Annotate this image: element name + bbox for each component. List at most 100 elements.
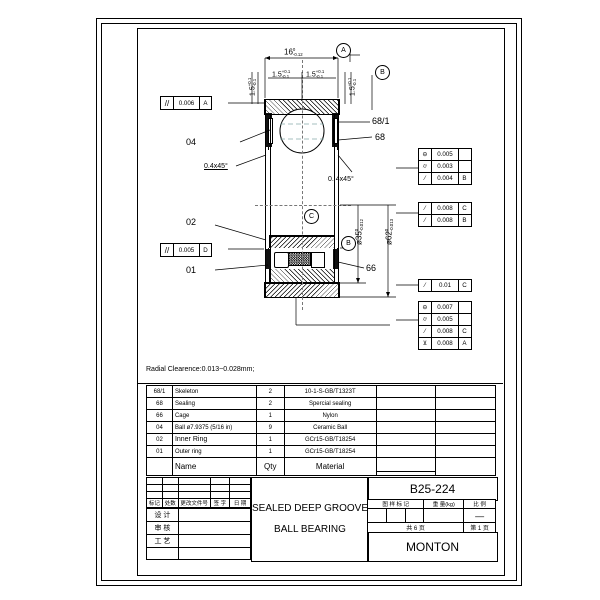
bore-left-edge [270, 114, 271, 283]
header-extra-2 [435, 457, 496, 476]
fcf-value: 0.007 [432, 302, 459, 313]
revision-grid: 标记 处数 更改文件号 签 字 日 期 [146, 477, 251, 508]
parts-table-body: 68/1 Skeleton 2 10-1-S-GB/T1323T 68 Seal… [146, 385, 496, 476]
fcf-datum [459, 314, 470, 325]
header-extra-1 [375, 457, 437, 476]
rev-cell [229, 491, 251, 499]
role-review-value [177, 521, 252, 535]
company-name: MONTON [405, 540, 460, 554]
part-name: Outer ring [171, 445, 257, 458]
part-extra-2 [435, 433, 496, 446]
rev-cell [209, 484, 231, 492]
part-material: Nylon [283, 409, 377, 422]
balloon-04: 04 [186, 137, 197, 147]
profile-icon: ⊻ [419, 338, 432, 349]
rev-cell [229, 477, 251, 485]
outer-ring-right-edge [338, 100, 339, 297]
part-extra-1 [375, 445, 437, 458]
part-qty: 2 [255, 385, 285, 398]
runout-icon: ⁄ [419, 215, 432, 226]
seal-right-bottom [333, 249, 338, 269]
company-box: MONTON [367, 532, 498, 562]
balloon-68: 68 [375, 132, 386, 142]
page-current: 第 1 页 [463, 522, 496, 533]
part-extra-2 [435, 445, 496, 458]
role-review: 审 核 [146, 521, 179, 535]
fcf-datum: A [462, 340, 467, 347]
fcf-datum [459, 149, 470, 160]
part-extra-1 [375, 409, 437, 422]
table-header-row: Name Qty Material [146, 457, 496, 476]
part-no: 04 [146, 421, 173, 434]
fcf-datum: B [462, 217, 467, 224]
parts-table-top-rule [137, 383, 503, 384]
role-row: 审 核 [146, 521, 252, 535]
rev-header-date: 日 期 [229, 498, 251, 508]
part-material: GCr15-GB/T18254 [283, 433, 377, 446]
header-qty: Qty [255, 457, 285, 476]
fcf-value: 0.008 [432, 203, 459, 214]
fcf-row: ⌭ 0.003 [419, 161, 471, 173]
part-name: Skeleton [171, 385, 257, 398]
revision-row [146, 491, 251, 499]
header-name: Name [171, 457, 257, 476]
parallelism-icon: // [161, 97, 174, 109]
table-row: 68 Sealing 2 Spercial sealing [146, 397, 496, 410]
fcf-value: 0.004 [432, 173, 459, 184]
cylindricity-icon: ⌭ [419, 314, 432, 325]
part-qty: 9 [255, 421, 285, 434]
rev-cell [146, 491, 163, 499]
table-row: 68/1 Skeleton 2 10-1-S-GB/T1323T [146, 385, 496, 398]
fcf-row: ⁄ 0.008 C [419, 326, 471, 338]
part-extra-2 [435, 385, 496, 398]
spec-weight-value [423, 508, 465, 523]
part-extra-2 [435, 397, 496, 410]
fcf-right-3: ⁄ 0.01 C [418, 279, 472, 292]
fcf-right-1: ⊖ 0.005 ⌭ 0.003 ⁄ 0.004 B [418, 148, 472, 185]
seal-left-bottom [266, 249, 271, 269]
spec-value-row: — [366, 508, 496, 523]
rev-cell [161, 477, 179, 485]
spec-header-mark: 图 样 标 记 [366, 499, 425, 509]
fcf-row: ⁄ 0.008 B [419, 215, 471, 226]
header-no [146, 457, 173, 476]
table-row: 66 Cage 1 Nylon [146, 409, 496, 422]
edge-dimension-right: 1.5+0.1-0.1 [347, 77, 357, 96]
table-row: 04 Ball ø7.9375 (5/16 in) 9 Ceramic Ball [146, 421, 496, 434]
fcf-datum: D [203, 246, 208, 254]
part-extra-1 [375, 397, 437, 410]
cylindricity-icon: ⌭ [419, 161, 432, 172]
fcf-row: ⁄ 0.01 C [419, 280, 471, 291]
runout-icon: ⁄ [419, 203, 432, 214]
fcf-value: 0.01 [432, 280, 459, 291]
fcf-row: ⊖ 0.005 [419, 149, 471, 161]
role-design: 设 计 [146, 508, 179, 522]
table-row: 01 Outer ring 1 GCr15-GB/T18254 [146, 445, 496, 458]
header-material: Material [283, 457, 377, 476]
drawing-title-line2: BALL BEARING [274, 524, 346, 535]
fcf-right-4: ⊖ 0.007 ⌭ 0.005 ⁄ 0.008 C ⊻ 0.008 A [418, 301, 472, 350]
balloon-66: 66 [366, 263, 377, 273]
drawing-title-line1: SEALED DEEP GROOVE [252, 503, 368, 514]
fcf-datum: A [203, 99, 208, 107]
seal-dimension-left: 1.5+0.1-0.1 [272, 69, 291, 79]
part-extra-1 [375, 385, 437, 398]
part-no: 66 [146, 409, 173, 422]
rev-cell [146, 484, 163, 492]
rev-cell [161, 491, 179, 499]
role-process: 工 艺 [146, 534, 179, 548]
roles-grid: 设 计 审 核 工 艺 [146, 508, 252, 560]
part-material: Spercial sealing [283, 397, 377, 410]
fcf-value: 0.003 [432, 161, 459, 172]
balloon-01: 01 [186, 265, 197, 275]
rev-cell [146, 477, 163, 485]
fcf-value: 0.006 [174, 97, 200, 109]
rev-cell [177, 491, 211, 499]
spec-mark-value [366, 508, 425, 523]
fcf-value: 0.008 [432, 338, 459, 349]
fcf-row: ⌭ 0.005 [419, 314, 471, 326]
role-blank-right [177, 547, 252, 560]
datum-bubble-b-mid: B [341, 236, 356, 251]
datum-bubble-a: A [336, 43, 351, 58]
rev-cell [177, 477, 211, 485]
